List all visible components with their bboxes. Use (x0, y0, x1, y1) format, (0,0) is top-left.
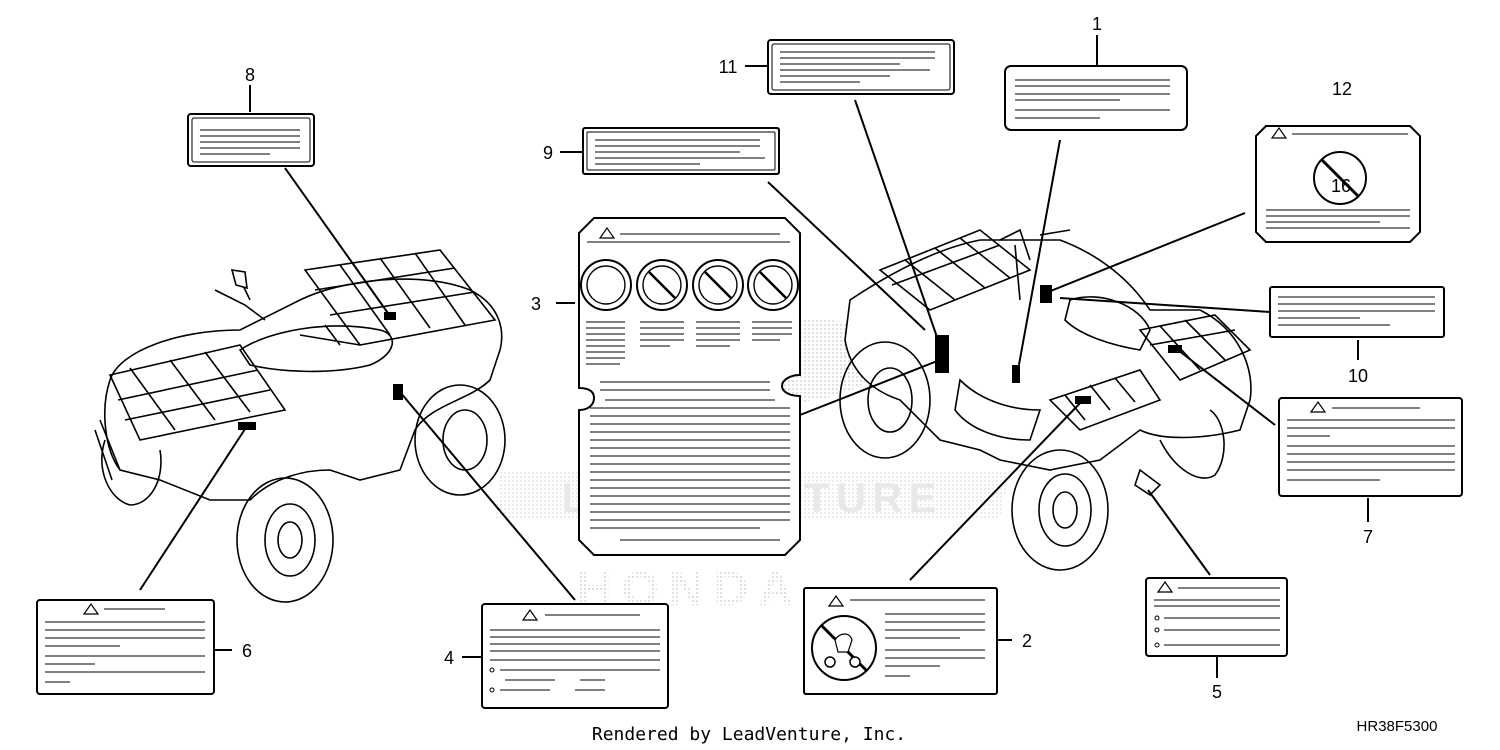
label-1 (1004, 65, 1188, 131)
warning-triangle-icon (827, 594, 845, 607)
label-12: 16 (1255, 125, 1421, 243)
footer-credit: Rendered by LeadVenture, Inc. (592, 724, 906, 745)
callout-6: 6 (242, 641, 252, 661)
label-3 (578, 217, 801, 556)
callout-11: 11 (719, 57, 738, 77)
callout-5: 5 (1212, 682, 1222, 702)
label-5 (1145, 577, 1288, 657)
label-11 (767, 39, 955, 95)
label-6 (36, 599, 215, 695)
label-7 (1278, 397, 1463, 497)
callout-9: 9 (543, 143, 553, 163)
decal-marker-1 (1012, 365, 1020, 383)
warning-triangle-icon (1270, 126, 1288, 139)
decal-marker-12 (1040, 285, 1052, 303)
callout-4: 4 (444, 648, 454, 668)
label-4 (481, 603, 669, 709)
drawing-code: HR38F5300 (1357, 718, 1438, 735)
callout-2: 2 (1022, 631, 1032, 651)
warning-triangle-icon (1309, 400, 1327, 413)
warning-triangle-icon (1156, 580, 1174, 593)
age-prohibition-number: 16 (1331, 176, 1351, 196)
leader-lines (139, 35, 1369, 678)
atv-left (94, 249, 506, 603)
warning-triangle-icon (521, 608, 539, 621)
decal-marker-4 (393, 384, 403, 400)
label-2 (803, 587, 998, 695)
warning-triangle-icon (82, 602, 100, 615)
label-8 (187, 113, 315, 167)
decal-marker-7 (1168, 345, 1182, 353)
callout-1: 1 (1092, 14, 1102, 34)
callout-10: 10 (1348, 366, 1368, 386)
callout-8: 8 (245, 65, 255, 85)
decal-marker-3 (935, 335, 949, 373)
callout-numbers: 1 2 3 4 5 6 7 8 9 10 11 12 (242, 14, 1373, 702)
atv-right (839, 228, 1252, 571)
warning-triangle-icon (598, 226, 616, 239)
callout-3: 3 (531, 294, 541, 314)
callout-12: 12 (1332, 79, 1352, 99)
label-10 (1269, 286, 1445, 338)
label-9 (582, 127, 780, 175)
callout-7: 7 (1363, 527, 1373, 547)
